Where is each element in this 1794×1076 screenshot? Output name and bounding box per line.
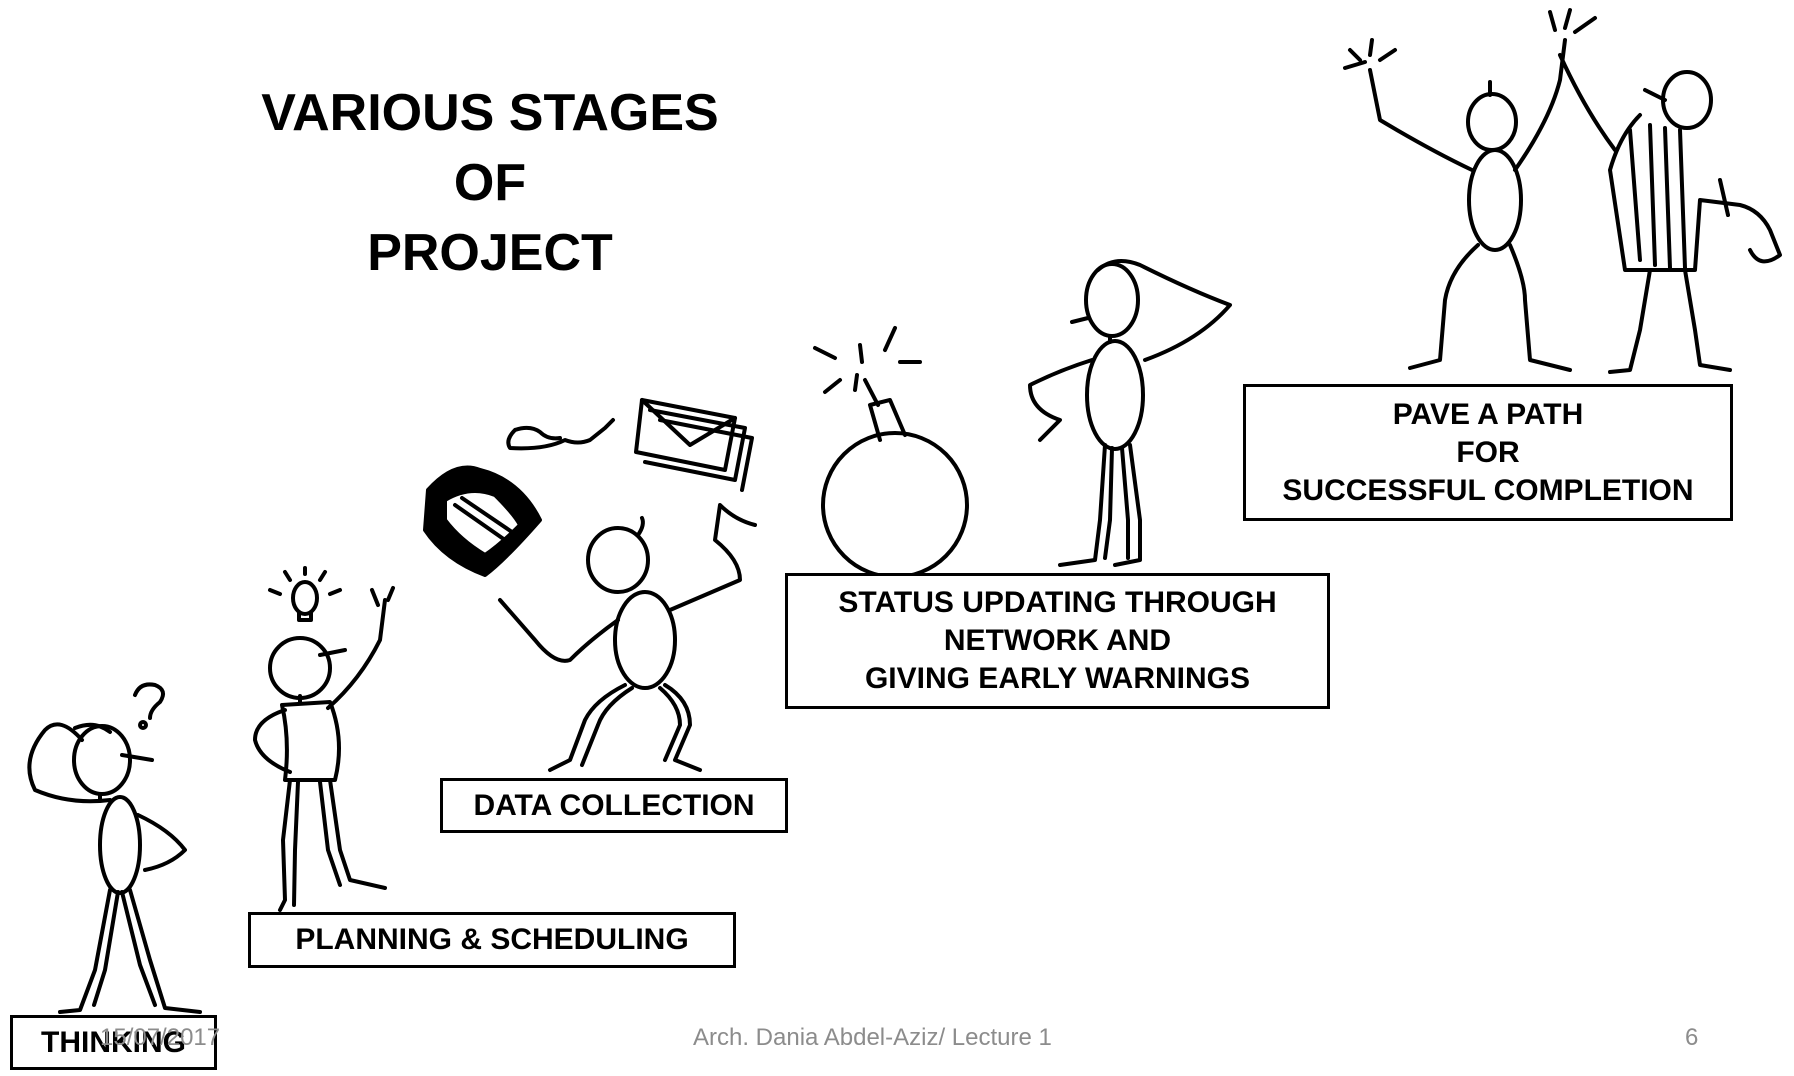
footer-date: 15/07/2017	[100, 1024, 221, 1051]
stage-planning-label: PLANNING & SCHEDULING	[295, 923, 689, 956]
stage-planning-box: PLANNING & SCHEDULING	[248, 912, 736, 968]
lightbulb-icon	[268, 566, 342, 622]
title-line-3: PROJECT	[367, 224, 613, 282]
bomb-icon	[813, 326, 969, 579]
title-line-2: OF	[453, 154, 527, 212]
stage-pave-line-1: PAVE A PATH	[1392, 397, 1584, 431]
slide-title: VARIOUS STAGES OF PROJECT	[180, 78, 800, 288]
stage-pave-box: PAVE A PATH FOR SUCCESSFUL COMPLETION	[1243, 384, 1733, 521]
celebration-figures	[1343, 8, 1782, 374]
money-bills-icon	[423, 465, 542, 577]
thinking-figure	[27, 682, 202, 1014]
status-figure	[1028, 259, 1232, 567]
stage-data-collection-label: DATA COLLECTION	[473, 788, 755, 822]
stage-thinking-label: THINKING	[41, 1025, 186, 1059]
title-line-1: VARIOUS STAGES	[261, 84, 719, 142]
envelope-icon	[634, 398, 754, 492]
stage-data-collection-box: DATA COLLECTION	[440, 778, 788, 833]
telephone-icon	[506, 418, 615, 451]
stage-thinking-box: THINKING	[10, 1015, 217, 1070]
stage-status-line-1: STATUS UPDATING THROUGH	[838, 586, 1277, 619]
footer-page-number: 6	[1685, 1024, 1699, 1051]
data-collection-figure	[423, 398, 757, 772]
stage-status-line-3: GIVING EARLY WARNINGS	[864, 662, 1251, 695]
stage-status-line-2: NETWORK AND	[943, 624, 1172, 657]
stage-pave-line-2: FOR	[1456, 435, 1520, 469]
stage-pave-line-3: SUCCESSFUL COMPLETION	[1282, 473, 1694, 507]
question-mark-icon	[133, 682, 166, 720]
footer-author: Arch. Dania Abdel-Aziz/ Lecture 1	[693, 1024, 1052, 1051]
stage-status-box: STATUS UPDATING THROUGH NETWORK AND GIVI…	[785, 573, 1330, 709]
planning-figure	[253, 566, 395, 912]
